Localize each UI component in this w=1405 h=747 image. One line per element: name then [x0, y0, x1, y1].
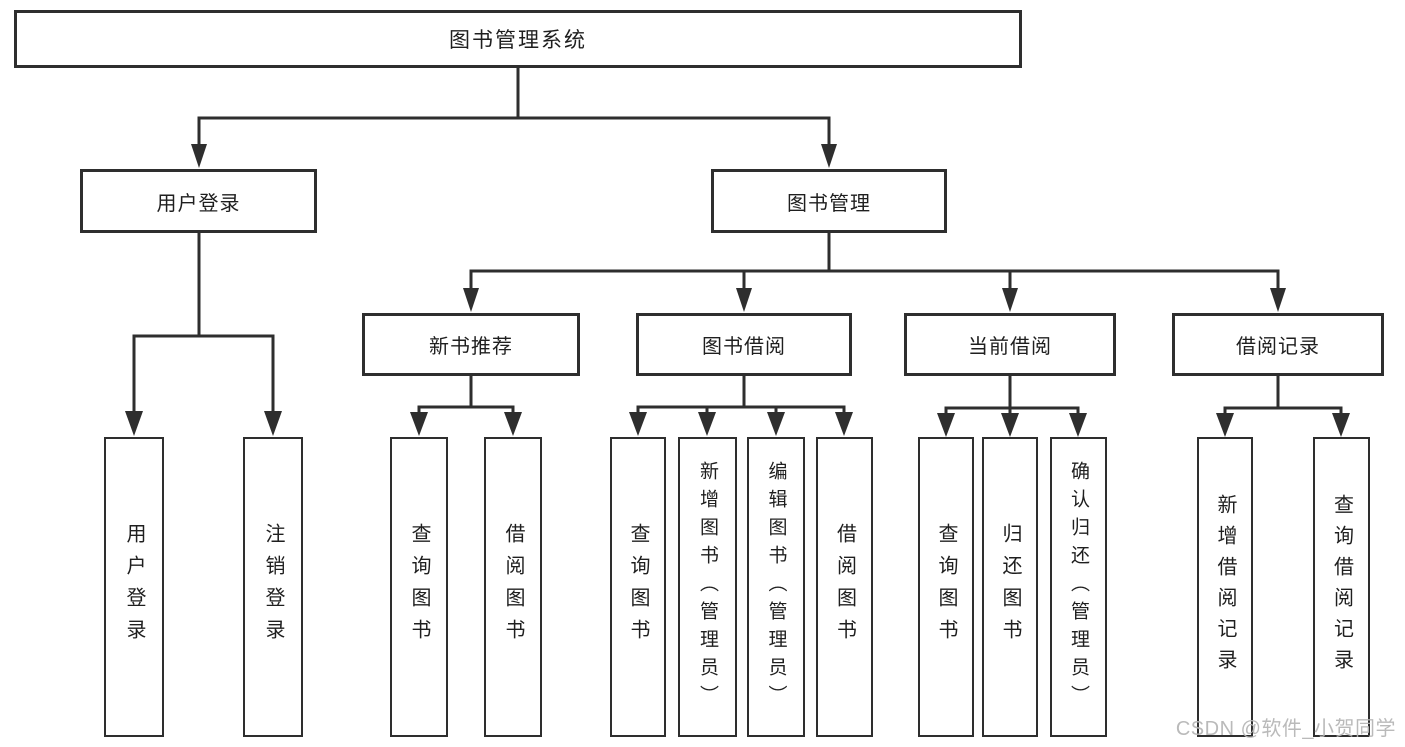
node-label: 当前借阅: [968, 336, 1052, 358]
node-label: 借阅记录: [1236, 336, 1320, 358]
node-label: 借阅图书: [502, 523, 524, 651]
node-user-login-action: 用户登录: [104, 437, 164, 737]
node-book-borrowing: 图书借阅: [636, 313, 852, 376]
node-label: 归还图书: [999, 523, 1021, 651]
node-label: 新增借阅记录: [1214, 494, 1236, 680]
node-book-management: 图书管理: [711, 169, 947, 233]
node-current-borrowing: 当前借阅: [904, 313, 1116, 376]
node-label: 借阅图书: [833, 523, 856, 651]
node-label: 确认归还（管理员）: [1068, 461, 1089, 713]
node-label: 图书借阅: [702, 336, 786, 358]
node-add-borrow-record: 新增借阅记录: [1197, 437, 1253, 737]
watermark-text: CSDN @软件_小贺同学: [1175, 718, 1396, 740]
node-edit-books-admin: 编辑图书（管理员）: [747, 437, 805, 737]
node-query-borrow-record: 查询借阅记录: [1313, 437, 1370, 737]
node-query-books-2: 查询图书: [610, 437, 666, 737]
node-add-books-admin: 新增图书（管理员）: [678, 437, 737, 737]
node-label: 查询图书: [935, 523, 957, 651]
node-new-book-recommend: 新书推荐: [362, 313, 580, 376]
node-confirm-return-admin: 确认归还（管理员）: [1050, 437, 1107, 737]
node-query-books-3: 查询图书: [918, 437, 974, 737]
node-borrowing-records: 借阅记录: [1172, 313, 1384, 376]
node-label: 图书管理系统: [449, 29, 587, 52]
node-borrow-books-2: 借阅图书: [816, 437, 873, 737]
node-label: 编辑图书（管理员）: [765, 461, 787, 713]
node-user-login: 用户登录: [80, 169, 317, 233]
node-label: 查询图书: [408, 523, 430, 651]
node-logout: 注销登录: [243, 437, 303, 737]
node-label: 新增图书（管理员）: [697, 461, 718, 713]
node-label: 查询图书: [627, 523, 649, 651]
node-library-management-system: 图书管理系统: [14, 10, 1022, 68]
node-label: 用户登录: [123, 523, 145, 651]
node-return-books: 归还图书: [982, 437, 1038, 737]
node-label: 查询借阅记录: [1330, 494, 1353, 680]
node-label: 注销登录: [262, 523, 284, 651]
node-query-books-1: 查询图书: [390, 437, 448, 737]
node-label: 图书管理: [787, 192, 871, 215]
node-borrow-books-1: 借阅图书: [484, 437, 542, 737]
node-label: 新书推荐: [429, 336, 513, 358]
node-label: 用户登录: [156, 192, 241, 215]
